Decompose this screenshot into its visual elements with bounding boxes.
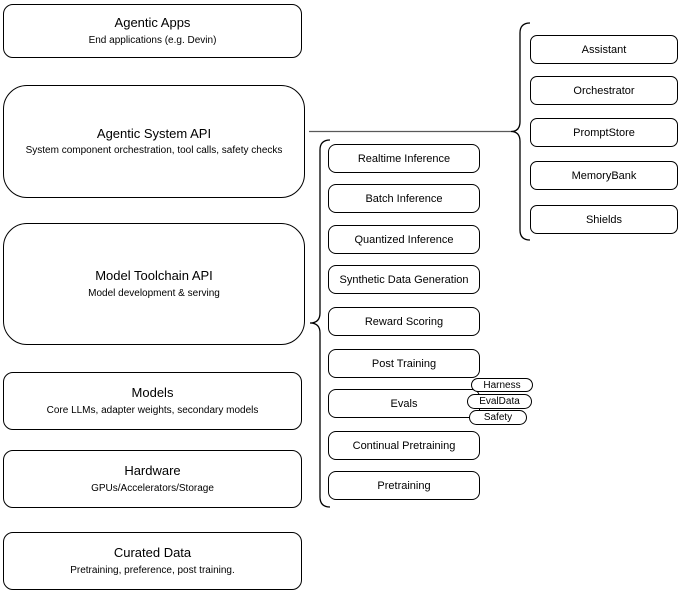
node-subtitle: End applications (e.g. Devin) xyxy=(88,34,217,46)
node-label: Continual Pretraining xyxy=(352,439,456,452)
node-label: Assistant xyxy=(581,43,627,56)
node-label: PromptStore xyxy=(573,126,635,139)
system-component-node: Shields xyxy=(530,205,678,234)
toolchain-item-node: Batch Inference xyxy=(328,184,480,213)
system-component-node: PromptStore xyxy=(530,118,678,147)
node-title: Models xyxy=(131,385,174,401)
model-toolchain-api-node: Model Toolchain API Model development & … xyxy=(3,223,305,345)
node-label: Reward Scoring xyxy=(364,315,444,328)
toolchain-item-node: Post Training xyxy=(328,349,480,378)
hardware-node: Hardware GPUs/Accelerators/Storage xyxy=(3,450,302,508)
node-title: Hardware xyxy=(124,463,181,479)
pill-label: Harness xyxy=(483,379,521,391)
node-label: Realtime Inference xyxy=(357,152,451,165)
node-label: Quantized Inference xyxy=(354,233,454,246)
toolchain-item-node: Realtime Inference xyxy=(328,144,480,173)
system-component-node: MemoryBank xyxy=(530,161,678,190)
curated-data-node: Curated Data Pretraining, preference, po… xyxy=(3,532,302,590)
node-label: Orchestrator xyxy=(573,84,635,97)
node-title: Curated Data xyxy=(113,545,192,561)
pill-label: EvalData xyxy=(479,396,520,407)
node-title: Agentic Apps xyxy=(114,15,191,31)
node-subtitle: Pretraining, preference, post training. xyxy=(70,564,235,576)
toolchain-item-node: Continual Pretraining xyxy=(328,431,480,460)
node-label: Batch Inference xyxy=(365,192,443,205)
system-component-node: Assistant xyxy=(530,35,678,64)
toolchain-item-node: Reward Scoring xyxy=(328,307,480,336)
agentic-system-api-node: Agentic System API System component orch… xyxy=(3,85,305,198)
system-component-node: Orchestrator xyxy=(530,76,678,105)
system-components-brace xyxy=(510,22,531,241)
node-title: Agentic System API xyxy=(96,125,212,141)
node-label: Post Training xyxy=(371,357,437,370)
node-title: Model Toolchain API xyxy=(95,268,213,284)
evals-tag-pill: EvalData xyxy=(467,394,532,409)
node-subtitle: Core LLMs, adapter weights, secondary mo… xyxy=(46,404,259,416)
node-subtitle: System component orchestration, tool cal… xyxy=(25,145,283,157)
evals-node: Evals xyxy=(328,389,480,418)
node-label: Evals xyxy=(390,397,418,410)
toolchain-item-node: Synthetic Data Generation xyxy=(328,265,480,294)
evals-tag-pill: Safety xyxy=(469,410,527,425)
models-node: Models Core LLMs, adapter weights, secon… xyxy=(3,372,302,430)
toolchain-item-node: Pretraining xyxy=(328,471,480,500)
node-subtitle: Model development & serving xyxy=(88,287,220,299)
pill-label: Safety xyxy=(483,412,513,423)
agentic-apps-node: Agentic Apps End applications (e.g. Devi… xyxy=(3,4,302,58)
node-subtitle: GPUs/Accelerators/Storage xyxy=(91,482,214,494)
node-label: Pretraining xyxy=(377,479,431,492)
node-label: MemoryBank xyxy=(571,169,637,182)
node-label: Synthetic Data Generation xyxy=(339,273,469,286)
node-label: Shields xyxy=(585,213,623,226)
toolchain-brace xyxy=(309,139,331,508)
toolchain-item-node: Quantized Inference xyxy=(328,225,480,254)
evals-tag-pill: Harness xyxy=(471,378,533,392)
